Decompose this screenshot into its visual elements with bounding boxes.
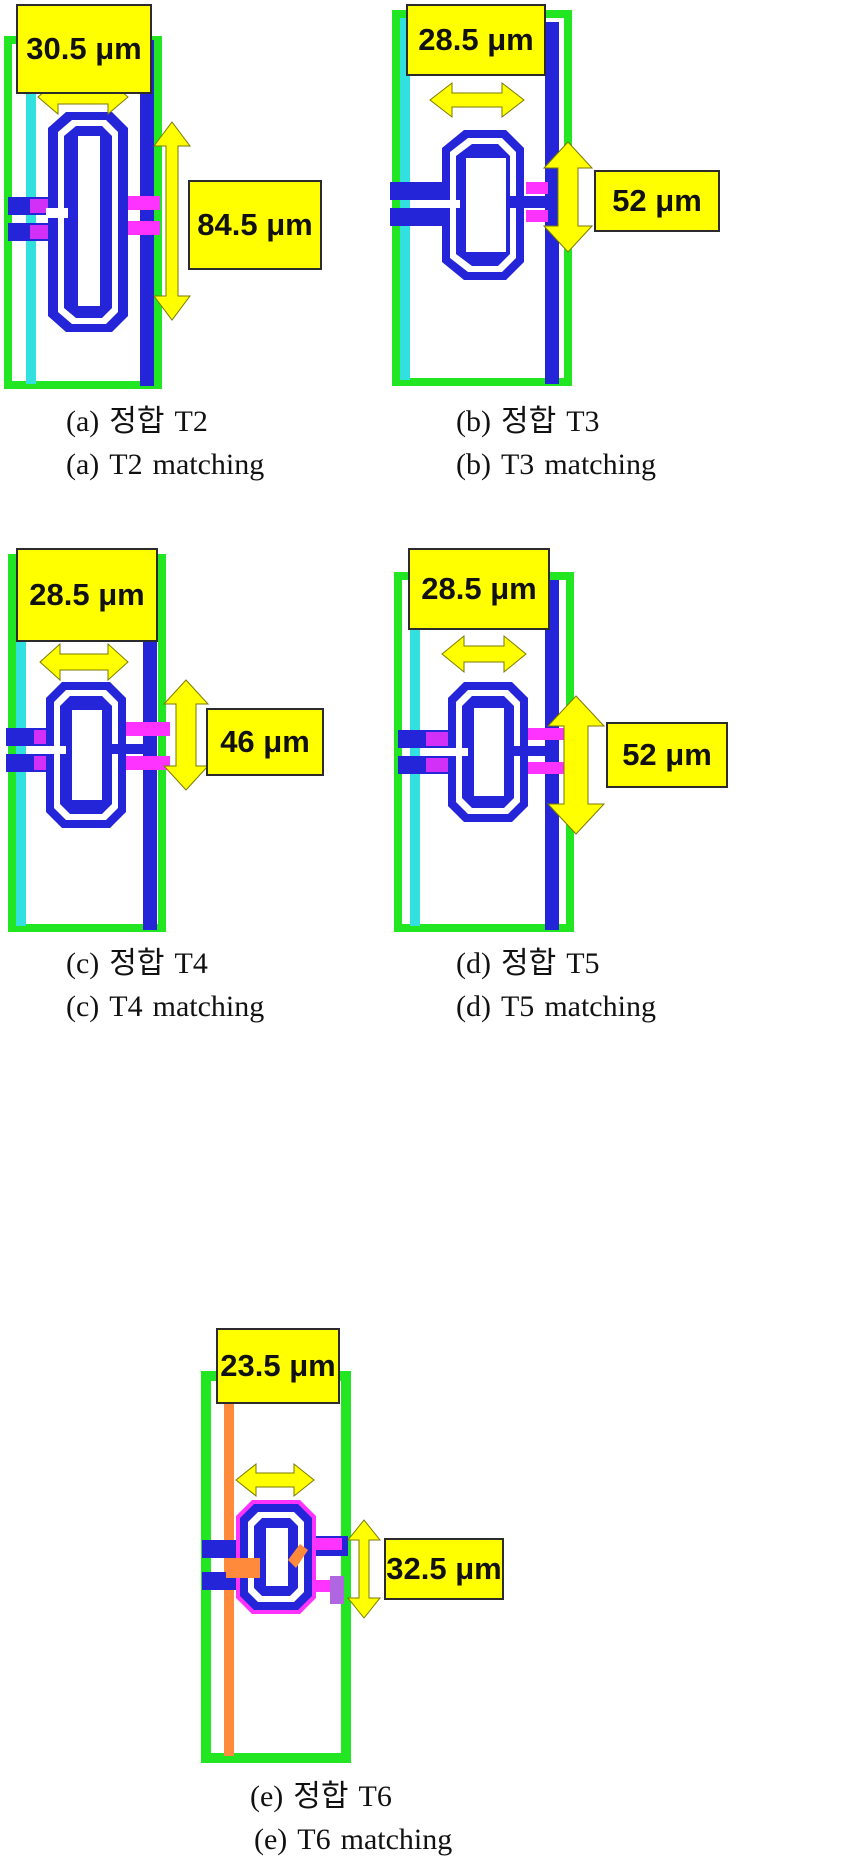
width-label-t6: 23.5 μm (216, 1328, 340, 1404)
height-arrow-t3 (542, 141, 594, 253)
width-label-t3: 28.5 μm (406, 4, 546, 76)
height-arrow-t4 (162, 679, 210, 791)
inductor-layout-t6 (201, 1371, 382, 1763)
height-arrow-t6 (346, 1519, 382, 1619)
height-label-t5: 52 μm (606, 722, 728, 788)
width-arrow-t4 (39, 642, 129, 682)
inductor-layout-t4 (6, 554, 210, 932)
height-arrow-t2 (153, 121, 191, 321)
width-arrow-t5 (441, 634, 527, 674)
width-label-t5: 28.5 μm (408, 548, 550, 630)
height-label-t3: 52 μm (594, 170, 720, 232)
width-label-t2: 30.5 μm (16, 4, 152, 94)
height-arrow-t5 (546, 695, 606, 835)
height-label-t4: 46 μm (206, 708, 324, 776)
inductor-layout-t3 (390, 10, 594, 386)
height-label-t2: 84.5 μm (188, 180, 322, 270)
height-label-t6: 32.5 μm (384, 1538, 504, 1600)
width-arrow-t3 (429, 81, 525, 119)
width-label-t4: 28.5 μm (16, 548, 158, 642)
inductor-layout-t2 (4, 36, 191, 389)
width-arrow-t6 (235, 1462, 315, 1498)
